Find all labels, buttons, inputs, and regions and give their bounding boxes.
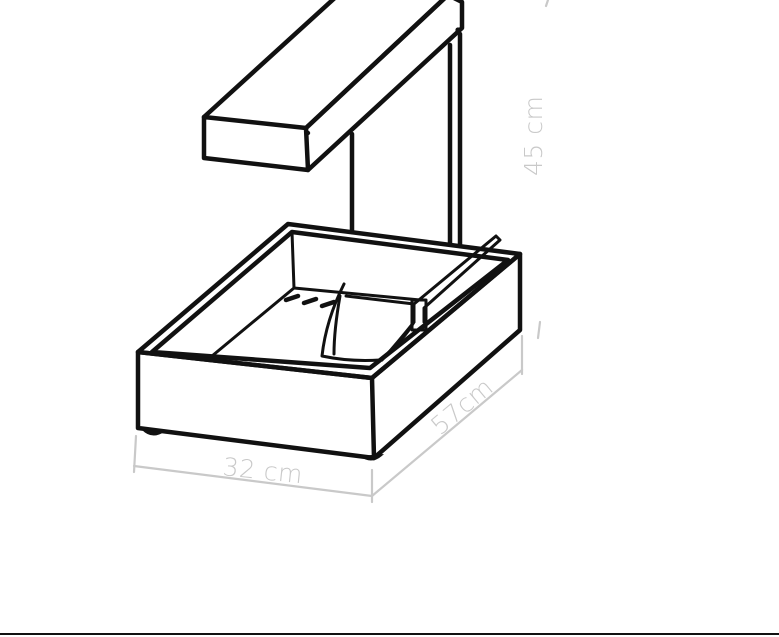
width-tick-left: [132, 434, 138, 474]
depth-dim-line: [370, 368, 524, 498]
height-tick-top: [544, 0, 550, 8]
height-label: 45 cm: [519, 96, 548, 176]
heat-lamp-arm: [201, 0, 465, 173]
tray-inner-wall: [210, 230, 296, 358]
fry-scoop: [320, 234, 502, 362]
drain-slot: [319, 299, 337, 309]
scoop-handle: [412, 234, 502, 324]
lamp-rivet: [305, 130, 311, 136]
tray-inner-floor-edge: [292, 286, 422, 302]
lamp-front-face: [201, 114, 311, 173]
tray-inner-rim: [149, 229, 511, 371]
dimension-lines: [132, 0, 550, 504]
width-label: 32 cm: [221, 452, 304, 489]
width-dim-line: [132, 464, 374, 498]
height-tick-bottom: [536, 320, 542, 340]
tray-side-face: [369, 251, 523, 461]
lamp-side-face: [303, 0, 465, 173]
scoop-inner-edge: [332, 294, 342, 356]
drain-slots: [283, 293, 337, 309]
tray-body: [135, 221, 523, 461]
drain-slot: [301, 296, 319, 306]
scoop-collar: [410, 298, 428, 332]
drain-slot: [283, 293, 301, 303]
support-posts: [349, 31, 463, 249]
lamp-rivet-2: [455, 27, 461, 33]
foot-left: [142, 430, 164, 436]
foot-right: [360, 454, 384, 461]
